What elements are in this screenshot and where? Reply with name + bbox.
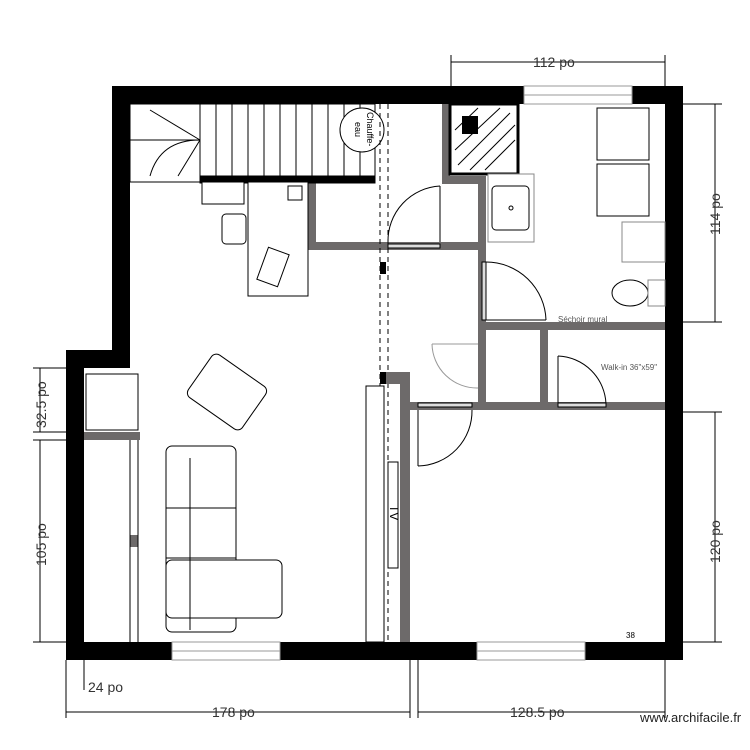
dim-bottom-small: 24 po bbox=[88, 679, 123, 695]
dim-top-right: 112 po bbox=[533, 54, 575, 70]
walk-in-label: Walk-in 36"x59" bbox=[601, 363, 657, 372]
dimension-lines bbox=[33, 55, 722, 718]
laundry-appliances bbox=[596, 107, 666, 263]
dryer-label: Séchoir mural bbox=[558, 315, 608, 324]
toilet bbox=[611, 279, 666, 307]
post bbox=[380, 372, 410, 384]
water-heater-label: Chauffe- bbox=[365, 112, 375, 146]
shower bbox=[448, 102, 520, 176]
water-heater-label-2: eau bbox=[353, 122, 363, 137]
post bbox=[380, 262, 386, 274]
dim-bottom-right: 128.5 po bbox=[510, 704, 565, 720]
watermark: www.archifacile.fr bbox=[639, 710, 742, 725]
dim-bottom-left: 178 po bbox=[212, 704, 255, 720]
dim-left-lower: 105 po bbox=[33, 523, 49, 566]
dim-right-upper: 114 po bbox=[707, 193, 723, 235]
water-heater: Chauffe- eau bbox=[339, 107, 385, 153]
exterior-walls bbox=[66, 86, 683, 660]
windows bbox=[171, 85, 633, 661]
living-furniture bbox=[85, 353, 399, 643]
tv-label: TV bbox=[387, 505, 401, 520]
dim-right-lower: 120 po bbox=[707, 520, 723, 563]
small-mark: 38 bbox=[626, 631, 635, 640]
office-furniture bbox=[201, 181, 309, 297]
doors bbox=[387, 185, 607, 467]
staircase bbox=[129, 103, 376, 184]
sink bbox=[487, 173, 535, 243]
dim-left-upper: 32.5 po bbox=[33, 381, 49, 428]
